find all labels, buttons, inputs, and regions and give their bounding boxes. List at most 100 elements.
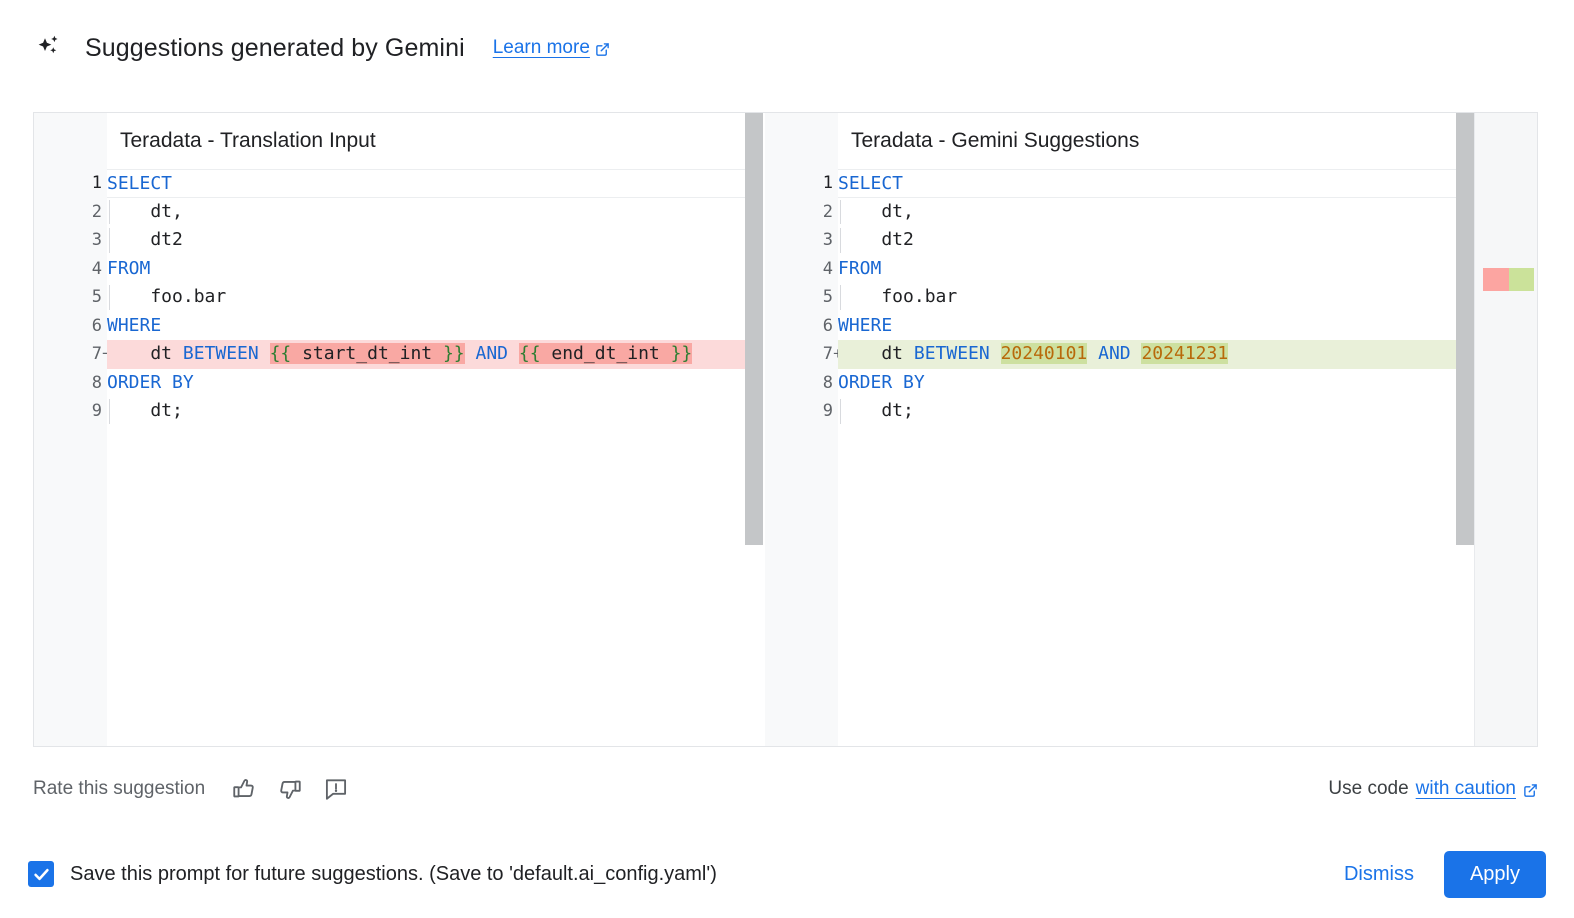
code-line: dt, <box>107 198 763 227</box>
code-token: SELECT <box>838 173 904 194</box>
line-number: 6 <box>91 315 102 336</box>
rate-suggestion-bar: Rate this suggestion <box>33 765 1538 813</box>
with-caution-link[interactable]: with caution <box>1415 778 1516 799</box>
code-token: AND <box>475 343 509 364</box>
code-token: start_dt_int <box>291 343 443 364</box>
line-number: 4 <box>91 258 102 279</box>
code-token: dt, <box>838 200 914 222</box>
line-number: 8 <box>91 372 102 393</box>
code-line: WHERE <box>107 312 763 341</box>
code-token <box>259 343 270 364</box>
code-line: ORDER BY <box>107 369 763 398</box>
code-token <box>465 343 476 364</box>
code-token: WHERE <box>107 314 162 336</box>
code-token: dt; <box>838 400 914 421</box>
rate-label: Rate this suggestion <box>33 778 206 799</box>
code-token: ORDER BY <box>107 371 194 393</box>
line-number: 9 <box>822 401 833 421</box>
line-number: 3 <box>91 230 102 250</box>
code-token: }} <box>670 343 693 364</box>
code-token: BETWEEN <box>913 343 990 364</box>
line-number: 8 <box>822 372 833 393</box>
indent-guide <box>109 199 110 224</box>
vertical-scrollbar-left[interactable] <box>745 113 763 545</box>
code-line: SELECT <box>107 169 763 198</box>
code-token: BETWEEN <box>182 343 259 364</box>
code-token: dt <box>107 343 183 364</box>
code-token: }} <box>442 343 465 364</box>
code-line: SELECT <box>838 169 1537 198</box>
line-number: 7− <box>34 340 112 369</box>
line-number: 5 <box>91 287 102 307</box>
code-line: dt, <box>838 198 1537 227</box>
line-number: 3 <box>822 230 833 250</box>
indent-guide <box>840 199 841 224</box>
code-line: dt2 <box>838 226 1537 255</box>
code-line: dt BETWEEN {{ start_dt_int }} AND {{ end… <box>107 340 763 369</box>
ruler-marker-added <box>1509 268 1534 291</box>
diff-marker: − <box>102 340 116 369</box>
thumb-down-icon[interactable] <box>277 776 303 802</box>
report-feedback-icon[interactable] <box>323 776 349 802</box>
code-token: dt, <box>107 200 183 222</box>
save-prompt-label: Save this prompt for future suggestions.… <box>70 862 717 885</box>
code-token: dt2 <box>107 229 183 250</box>
footer-actions: Dismiss Apply <box>1330 850 1546 898</box>
apply-button[interactable]: Apply <box>1443 850 1546 898</box>
vertical-scrollbar-right[interactable] <box>1456 113 1474 545</box>
indent-guide <box>840 399 841 424</box>
code-token: AND <box>1098 343 1131 364</box>
code-token: foo.bar <box>107 286 227 307</box>
code-line: dt; <box>838 397 1537 426</box>
save-prompt-checkbox[interactable] <box>28 861 54 887</box>
external-link-icon <box>1523 782 1538 797</box>
code-line: dt; <box>107 397 763 426</box>
line-number: 1 <box>822 173 833 193</box>
code-line: dt2 <box>107 226 763 255</box>
code-token: 20240101 <box>1000 343 1088 364</box>
line-number: 9 <box>91 401 102 421</box>
line-number: 6 <box>822 315 833 336</box>
pane-divider <box>763 113 765 746</box>
code-token: FROM <box>838 257 882 279</box>
code-token <box>508 343 519 364</box>
check-icon <box>33 868 49 880</box>
external-link-icon <box>595 41 610 56</box>
code-token: 20241231 <box>1141 343 1229 364</box>
overview-ruler[interactable] <box>1474 113 1537 746</box>
thumb-up-icon[interactable] <box>231 776 257 802</box>
learn-more-label: Learn more <box>492 37 590 58</box>
header: Suggestions generated by Gemini Learn mo… <box>33 28 610 68</box>
line-number: 1 <box>91 173 102 193</box>
indent-guide <box>840 285 841 310</box>
code-area-left[interactable]: Teradata - Translation Input SELECT dt, … <box>107 113 763 746</box>
code-token: end_dt_int <box>540 343 671 364</box>
panel-title-right: Teradata - Gemini Suggestions <box>838 113 1537 169</box>
code-token: dt; <box>107 400 183 421</box>
code-area-right[interactable]: Teradata - Gemini Suggestions SELECT dt,… <box>838 113 1537 746</box>
use-code-caution: Use code with caution <box>1328 778 1538 800</box>
line-number: 5 <box>822 287 833 307</box>
panel-title-left: Teradata - Translation Input <box>107 113 763 169</box>
indent-guide <box>109 285 110 310</box>
code-token: FROM <box>107 257 151 279</box>
code-line: FROM <box>838 255 1537 284</box>
code-line: dt BETWEEN 20240101 AND 20241231 <box>838 340 1537 369</box>
code-token <box>1131 343 1142 364</box>
indent-guide <box>109 228 110 253</box>
learn-more-link[interactable]: Learn more <box>493 37 610 59</box>
code-token: SELECT <box>107 173 173 194</box>
code-token <box>1087 343 1098 364</box>
code-token: dt2 <box>838 229 914 250</box>
code-token: foo.bar <box>838 286 958 307</box>
line-number: 7+ <box>765 340 843 369</box>
dismiss-button[interactable]: Dismiss <box>1330 853 1428 896</box>
ruler-marker-removed <box>1483 268 1509 291</box>
use-code-prefix: Use code <box>1328 778 1409 799</box>
code-token <box>990 343 1001 364</box>
